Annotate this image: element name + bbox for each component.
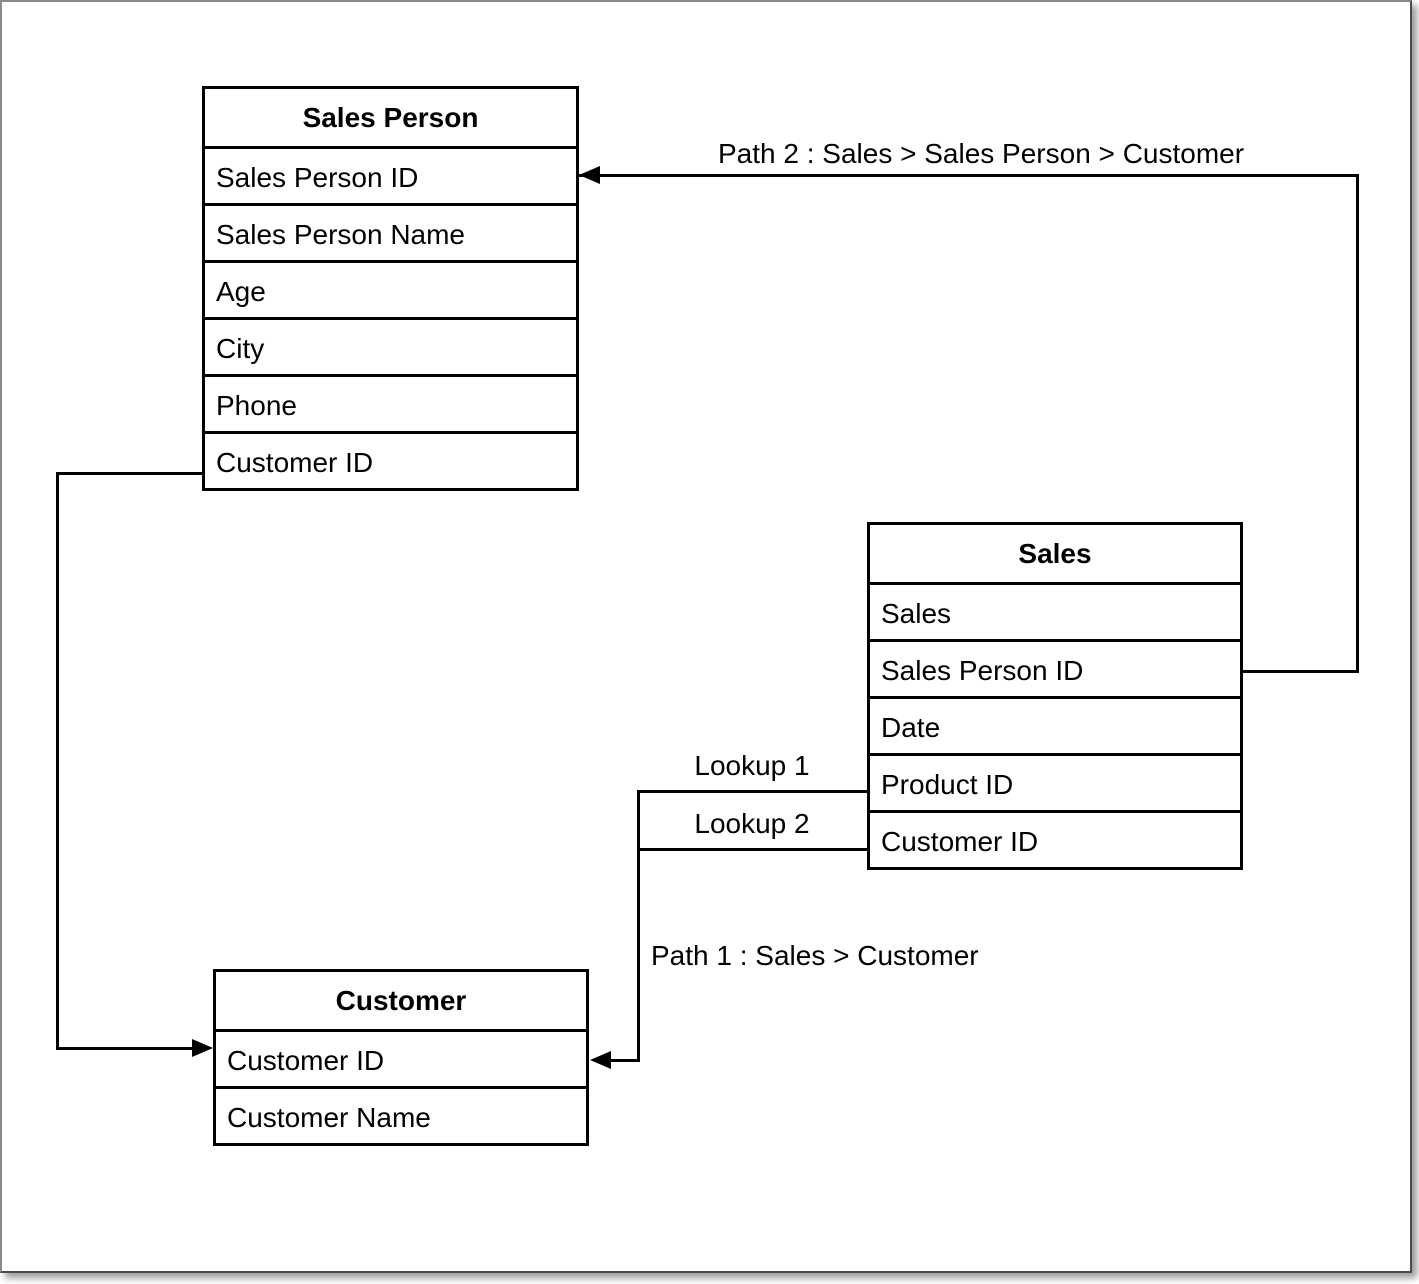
label-path1: Path 1 : Sales > Customer [651, 940, 979, 971]
connector-lookup-vertical [637, 790, 640, 1061]
row-customer-name: Customer Name [216, 1086, 586, 1143]
row-customer-id: Customer ID [205, 431, 576, 488]
connector-left-h-from-sales-person [56, 472, 203, 475]
row-customer-id: Customer ID [216, 1029, 586, 1086]
arrowhead-into-customer-id-right [590, 1051, 611, 1069]
row-product-id: Product ID [870, 753, 1240, 810]
table-sales-person: Sales Person Sales Person ID Sales Perso… [202, 86, 579, 491]
connector-left-h-to-customer [56, 1047, 193, 1050]
row-city: City [205, 317, 576, 374]
row-phone: Phone [205, 374, 576, 431]
arrowhead-into-customer-id-left [192, 1039, 213, 1057]
table-sales: Sales Sales Sales Person ID Date Product… [867, 522, 1243, 870]
row-sales-person-id: Sales Person ID [870, 639, 1240, 696]
connector-lookup-h-to-customer [609, 1059, 640, 1062]
label-path2: Path 2 : Sales > Sales Person > Customer [718, 138, 1245, 169]
connector-lookup1-h [637, 790, 867, 793]
row-age: Age [205, 260, 576, 317]
table-sales-title: Sales [1018, 538, 1092, 569]
label-lookup1: Lookup 1 [694, 750, 810, 781]
connector-lookup2-h [637, 848, 867, 851]
table-customer-title: Customer [335, 985, 467, 1016]
connector-left-vertical [56, 472, 59, 1050]
table-customer: Customer Customer ID Customer Name [213, 969, 589, 1146]
row-date: Date [870, 696, 1240, 753]
label-lookup2: Lookup 2 [694, 808, 810, 839]
row-customer-id: Customer ID [870, 810, 1240, 867]
row-sales: Sales [870, 582, 1240, 639]
connector-path2-h-from-sales [1243, 670, 1359, 673]
row-sales-person-name: Sales Person Name [205, 203, 576, 260]
table-sales-person-title: Sales Person [302, 102, 479, 133]
connector-path2-vertical [1356, 174, 1359, 673]
arrowhead-into-sales-person-id [579, 166, 600, 184]
row-sales-person-id: Sales Person ID [205, 146, 576, 203]
connector-path2-h-to-sales-person [579, 174, 1359, 177]
